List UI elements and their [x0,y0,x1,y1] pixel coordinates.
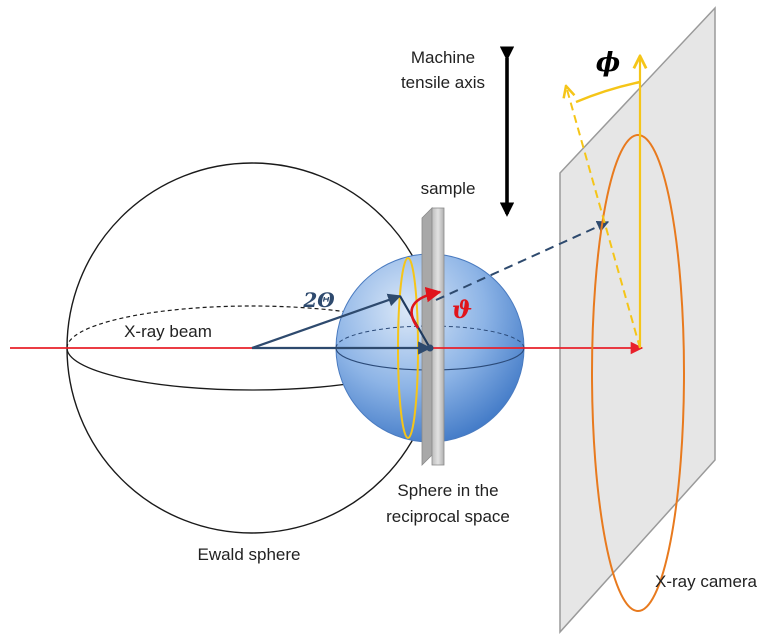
diffraction-ring [591,134,685,612]
xray-camera-label: X-ray camera [655,572,758,591]
reciprocal-space-label-line1: Sphere in the [397,481,498,500]
sample-label: sample [421,179,476,198]
theta-label: ϑ [452,295,472,324]
ewald-equator-back [66,305,438,349]
sphere-centre [426,344,434,352]
diffracted-beam-dashed [435,220,610,301]
xray-camera-plane [559,6,716,634]
sample-plate [431,207,445,466]
theta-angle-arc [410,286,442,329]
phi-angle-arc [575,80,641,104]
xray-beam-label: X-ray beam [124,322,212,341]
ewald-sphere-label: Ewald sphere [197,545,300,564]
machine-tensile-axis-label-line1: Machine [411,48,475,67]
phi-label: ϕ [596,48,620,78]
machine-tensile-axis-label-line2: tensile axis [401,73,485,92]
diffracted-vector [251,293,402,350]
camera-tilted-axis [566,86,641,349]
reciprocal-space-label-line2: reciprocal space [386,507,510,526]
two-theta-label: 2Θ [302,288,335,312]
